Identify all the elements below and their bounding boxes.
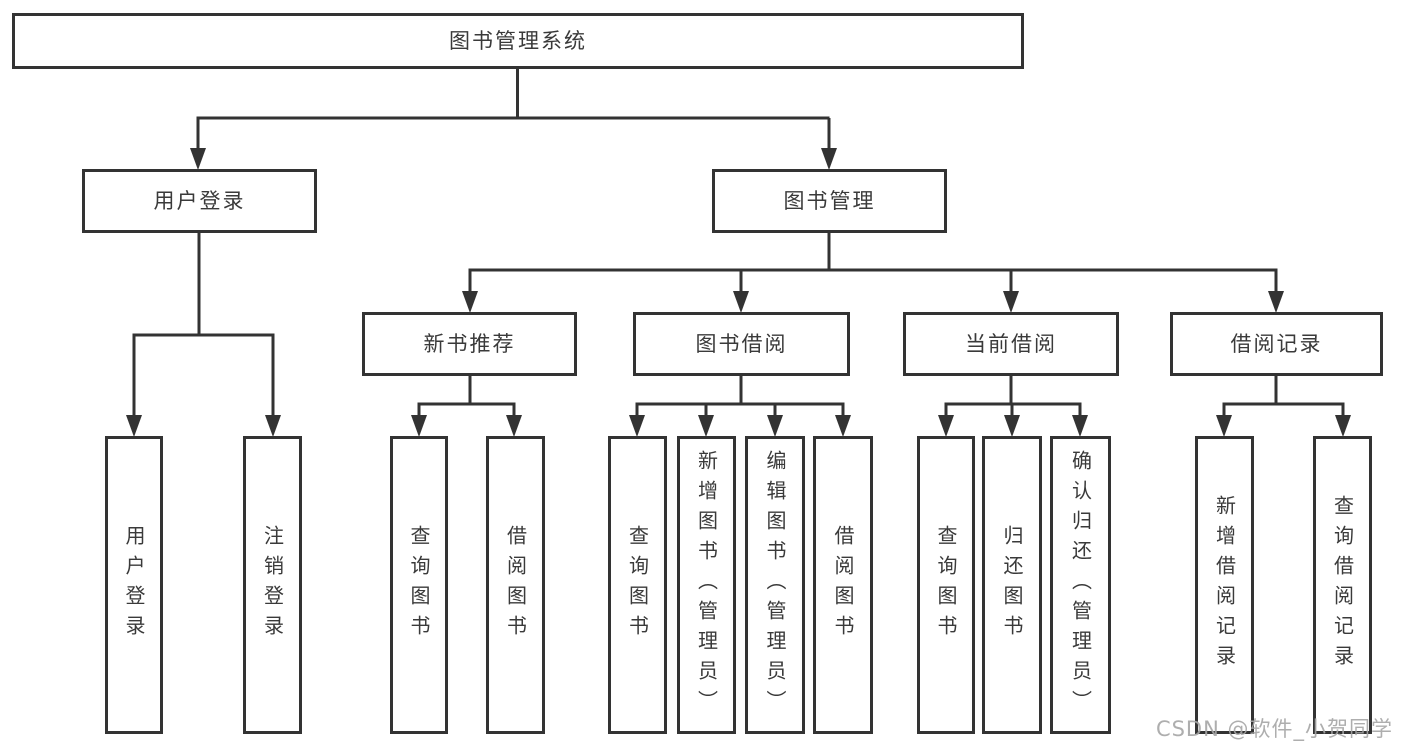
leaf-add-books-admin-label: 新增图书（管理员） xyxy=(694,450,719,720)
leaf-query-books-current: 查询图书 xyxy=(917,436,975,734)
leaf-logout-label: 注销登录 xyxy=(260,525,285,645)
connector-new-book-to-leaves xyxy=(417,376,516,417)
leaf-query-borrow-record: 查询借阅记录 xyxy=(1313,436,1372,734)
leaf-confirm-return-admin-label: 确认归还（管理员） xyxy=(1068,450,1093,720)
node-book-management: 图书管理 xyxy=(712,169,947,233)
leaf-return-books: 归还图书 xyxy=(982,436,1042,734)
leaf-return-books-label: 归还图书 xyxy=(1000,525,1024,645)
leaf-confirm-return-admin: 确认归还（管理员） xyxy=(1050,436,1111,734)
leaf-logout: 注销登录 xyxy=(243,436,302,734)
leaf-user-login-label: 用户登录 xyxy=(122,525,146,645)
leaf-query-books-current-label: 查询图书 xyxy=(934,525,958,645)
node-user-login: 用户登录 xyxy=(82,169,317,233)
leaf-query-books-borrow-label: 查询图书 xyxy=(625,525,650,645)
leaf-borrow-books-recommend: 借阅图书 xyxy=(486,436,545,734)
connector-root-to-level2 xyxy=(196,69,831,150)
leaf-query-borrow-record-label: 查询借阅记录 xyxy=(1330,495,1355,675)
node-current-borrowing: 当前借阅 xyxy=(903,312,1119,376)
leaf-add-books-admin: 新增图书（管理员） xyxy=(677,436,736,734)
connector-book-borrow-to-leaves xyxy=(635,376,845,417)
connector-records-to-leaves xyxy=(1222,376,1345,417)
leaf-borrow-books-label: 借阅图书 xyxy=(831,525,855,645)
connector-book-management-to-level3 xyxy=(468,233,1278,293)
node-root-library-system: 图书管理系统 xyxy=(12,13,1024,69)
leaf-borrow-books: 借阅图书 xyxy=(813,436,873,734)
node-borrowing-records: 借阅记录 xyxy=(1170,312,1383,376)
connector-current-borrow-to-leaves xyxy=(944,376,1082,417)
connector-user-login-to-leaves xyxy=(132,233,275,416)
leaf-borrow-books-recommend-label: 借阅图书 xyxy=(503,525,528,645)
leaf-user-login: 用户登录 xyxy=(105,436,163,734)
leaf-add-borrow-record: 新增借阅记录 xyxy=(1195,436,1254,734)
leaf-add-borrow-record-label: 新增借阅记录 xyxy=(1212,495,1237,675)
leaf-query-books-borrow: 查询图书 xyxy=(608,436,667,734)
leaf-edit-books-admin: 编辑图书（管理员） xyxy=(745,436,805,734)
node-book-borrowing: 图书借阅 xyxy=(633,312,850,376)
leaf-edit-books-admin-label: 编辑图书（管理员） xyxy=(763,450,787,720)
node-new-book-recommend: 新书推荐 xyxy=(362,312,577,376)
leaf-query-books-recommend-label: 查询图书 xyxy=(407,525,431,645)
leaf-query-books-recommend: 查询图书 xyxy=(390,436,448,734)
arrowheads xyxy=(126,148,1351,437)
